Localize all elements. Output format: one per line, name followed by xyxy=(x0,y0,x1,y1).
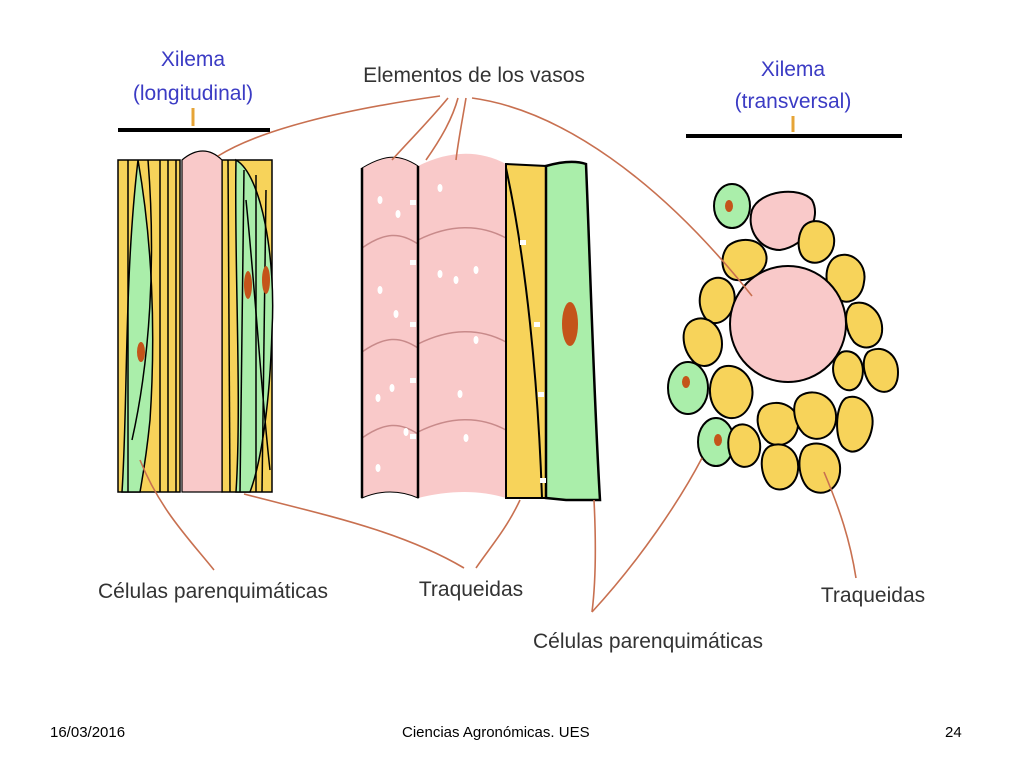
leader-parenchyma-bottom-right xyxy=(591,457,703,613)
center-detail xyxy=(360,153,602,502)
vessel-segment-arcs xyxy=(361,227,507,439)
leader-lines xyxy=(139,95,857,613)
title-longitudinal-line1: Xilema xyxy=(161,48,226,71)
nucleus xyxy=(725,200,733,212)
leader-vessel-left xyxy=(217,95,441,157)
leader-parenchyma-bottom-left xyxy=(591,499,597,613)
title-longitudinal: Xilema (longitudinal) xyxy=(118,48,270,132)
title-transversal-line2: (transversal) xyxy=(735,90,852,113)
leader-parenchyma-left xyxy=(139,459,215,571)
leader-tracheid-right xyxy=(823,471,857,579)
vessel-pits xyxy=(375,184,479,472)
vessel-element-right xyxy=(418,153,506,498)
title-transversal: Xilema (transversal) xyxy=(686,58,902,138)
label-parenchyma-left: Células parenquimáticas xyxy=(98,580,328,603)
footer-page-number: 24 xyxy=(945,724,962,741)
parenchyma-cell-cross xyxy=(667,361,709,415)
nucleus xyxy=(137,342,145,362)
vessel-element-left xyxy=(361,156,419,499)
nucleus xyxy=(562,302,578,346)
longitudinal-xylem xyxy=(117,150,274,493)
vessel-column xyxy=(181,150,223,493)
title-longitudinal-line2: (longitudinal) xyxy=(133,82,253,105)
leader-vessel-center2 xyxy=(425,97,459,161)
leader-vessel-center3 xyxy=(455,97,467,161)
wall-pits xyxy=(410,200,416,439)
transversal-xylem xyxy=(667,183,900,494)
label-tracheids-center: Traqueidas xyxy=(419,578,523,601)
tracheid-cross-section xyxy=(682,220,900,494)
title-transversal-line1: Xilema xyxy=(761,58,826,81)
nucleus xyxy=(262,266,270,294)
footer-source: Ciencias Agronómicas. UES xyxy=(402,724,590,741)
nucleus xyxy=(682,376,690,388)
label-vessel-elements: Elementos de los vasos xyxy=(363,64,585,87)
tracheid-pits xyxy=(520,240,546,483)
tracheid-walls xyxy=(127,159,271,493)
leader-tracheid-center-left xyxy=(243,493,465,569)
nucleus xyxy=(244,271,252,299)
vessel-cross-large xyxy=(729,265,847,383)
tracheid-diagonal-wall xyxy=(505,167,543,499)
nucleus xyxy=(714,434,722,446)
leader-vessel-center1 xyxy=(391,97,449,161)
footer-date: 16/03/2016 xyxy=(50,724,126,741)
label-parenchyma-bottom: Células parenquimáticas xyxy=(533,630,763,653)
leader-vessel-right xyxy=(471,97,753,297)
leader-tracheid-center-right xyxy=(475,499,521,569)
label-tracheids-right: Traqueidas xyxy=(821,584,925,607)
